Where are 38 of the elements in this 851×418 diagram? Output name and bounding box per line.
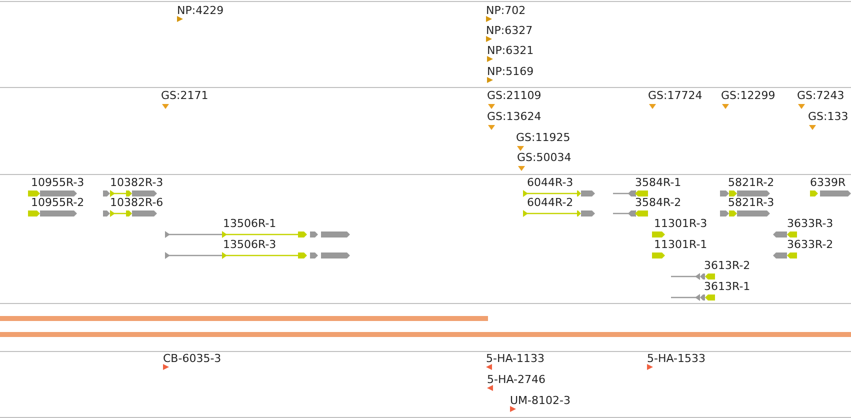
- gene-label: 10382R-3: [110, 176, 164, 189]
- feature-label: GS:17724: [648, 89, 702, 102]
- gene-label: 5821R-2: [728, 176, 774, 189]
- feature-label: NP:6327: [486, 24, 533, 37]
- feature-label: GS:2171: [161, 89, 208, 102]
- gene-label: 6044R-2: [527, 196, 574, 209]
- feature-label: GS:7243: [797, 89, 844, 102]
- feature-label: GS:50034: [517, 151, 572, 164]
- gene-label: 3633R-3: [787, 217, 834, 230]
- feature-label: NP:6321: [487, 44, 534, 57]
- gene-label: 3584R-2: [635, 196, 682, 209]
- gene-label: 10955R-3: [31, 176, 84, 189]
- feature-label: CB-6035-3: [163, 352, 222, 365]
- gene-label: 10955R-2: [31, 196, 84, 209]
- gene-label: 6044R-3: [527, 176, 574, 189]
- gene-label: 11301R-3: [654, 217, 708, 230]
- gene-label: 3633R-2: [787, 238, 834, 251]
- feature-label: 5-HA-1133: [486, 352, 544, 365]
- feature-label: UM-8102-3: [510, 394, 570, 407]
- gene-label: 11301R-1: [654, 238, 708, 251]
- feature-label: GS:133: [808, 110, 848, 123]
- gene-label: 3613R-2: [704, 259, 750, 272]
- gene-label: 3584R-1: [635, 176, 682, 189]
- feature-label: NP:5169: [487, 65, 534, 78]
- feature-label: NP:702: [486, 4, 526, 17]
- feature-label: GS:12299: [721, 89, 776, 102]
- feature-label: GS:11925: [516, 131, 570, 144]
- gene-label: 5821R-3: [728, 196, 774, 209]
- gene-label: 3613R-1: [704, 280, 750, 293]
- gene-label: 13506R-1: [223, 217, 276, 230]
- gene-label: 13506R-3: [223, 238, 276, 251]
- gene-label: 10382R-6: [110, 196, 164, 209]
- feature-label: 5-HA-1533: [647, 352, 706, 365]
- feature-label: NP:4229: [177, 4, 224, 17]
- feature-label: GS:13624: [487, 110, 542, 123]
- feature-label: GS:21109: [487, 89, 542, 102]
- gene-label: 6339R: [810, 176, 846, 189]
- feature-label: 5-HA-2746: [487, 373, 546, 386]
